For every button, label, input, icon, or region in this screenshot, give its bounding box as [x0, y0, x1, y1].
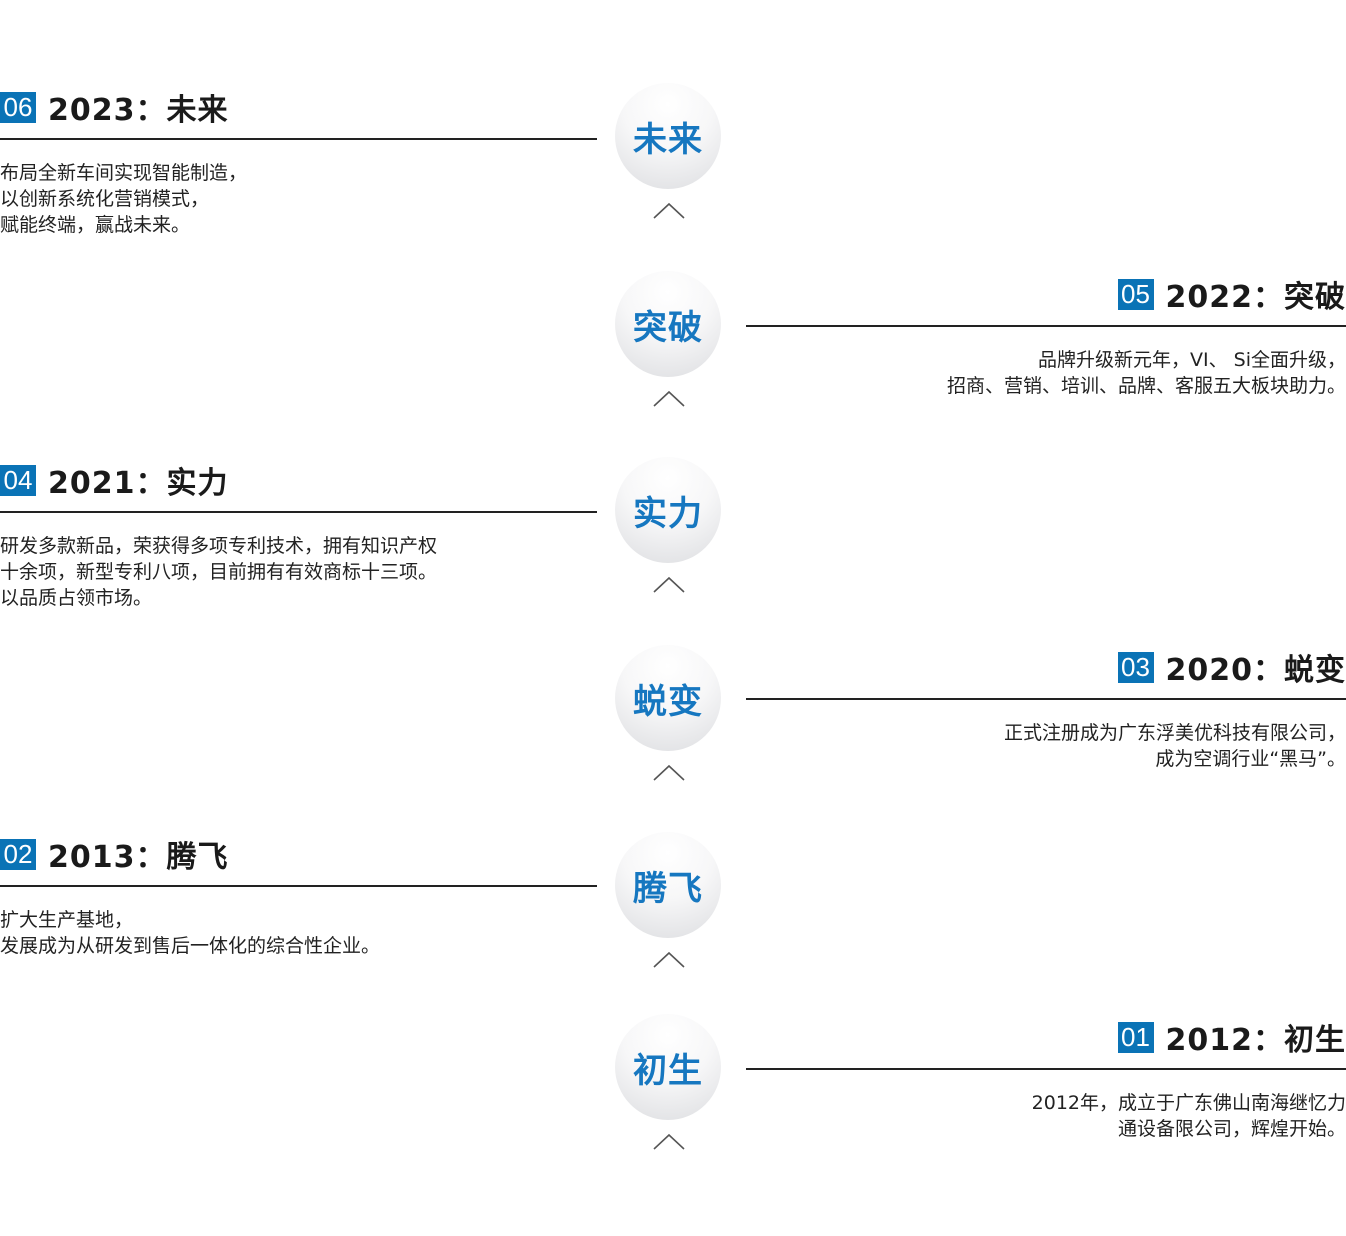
entry-title: 2022：突破	[1165, 280, 1346, 315]
node-circle: 实力	[615, 457, 721, 563]
timeline-entry-2013: 02 2013：腾飞 扩大生产基地， 发展成为从研发到售后一体化的综合性企业。	[0, 836, 600, 976]
timeline-node-2012: 初生	[615, 1014, 721, 1150]
node-circle: 突破	[615, 271, 721, 377]
entry-number-badge: 03	[1117, 651, 1154, 683]
entry-divider	[0, 885, 597, 887]
entry-description: 扩大生产基地， 发展成为从研发到售后一体化的综合性企业。	[0, 909, 381, 957]
chevron-up-icon	[653, 1133, 685, 1150]
node-label: 突破	[633, 307, 703, 348]
node-circle: 蜕变	[615, 645, 721, 751]
entry-heading: 05 2022：突破	[1117, 276, 1346, 315]
timeline-node-2021: 实力	[615, 457, 721, 593]
node-label: 蜕变	[633, 681, 703, 722]
node-circle: 初生	[615, 1014, 721, 1120]
entry-heading: 01 2012：初生	[1117, 1019, 1346, 1058]
entry-description: 2012年，成立于广东佛山南海继忆力 通设备限公司，辉煌开始。	[1031, 1092, 1346, 1140]
entry-number-badge: 06	[0, 91, 36, 123]
timeline-node-2013: 腾飞	[615, 832, 721, 968]
entry-heading: 04 2021：实力	[0, 462, 229, 501]
timeline-node-2020: 蜕变	[615, 645, 721, 781]
chevron-up-icon	[653, 764, 685, 781]
chevron-up-icon	[653, 951, 685, 968]
timeline-entry-2022: 05 2022：突破 品牌升级新元年，VI、 Si全面升级， 招商、营销、培训、…	[746, 276, 1346, 416]
entry-divider	[746, 698, 1346, 700]
entry-heading: 03 2020：蜕变	[1117, 649, 1346, 688]
entry-number-badge: 05	[1117, 278, 1154, 310]
entry-description: 研发多款新品，荣获得多项专利技术，拥有知识产权 十余项，新型专利八项，目前拥有有…	[0, 535, 438, 609]
entry-description: 正式注册成为广东浮美优科技有限公司， 成为空调行业“黑马”。	[1003, 722, 1346, 770]
entry-divider	[0, 138, 597, 140]
entry-title: 2012：初生	[1165, 1023, 1346, 1058]
chevron-up-icon	[653, 202, 685, 219]
entry-title: 2020：蜕变	[1165, 653, 1346, 688]
chevron-up-icon	[653, 390, 685, 407]
node-label: 未来	[633, 119, 703, 160]
timeline-node-2023: 未来	[615, 83, 721, 219]
timeline-entry-2012: 01 2012：初生 2012年，成立于广东佛山南海继忆力 通设备限公司，辉煌开…	[746, 1019, 1346, 1159]
entry-heading: 02 2013：腾飞	[0, 836, 229, 875]
entry-number-badge: 01	[1117, 1021, 1154, 1053]
entry-title: 2023：未来	[48, 93, 229, 128]
entry-description: 品牌升级新元年，VI、 Si全面升级， 招商、营销、培训、品牌、客服五大板块助力…	[946, 349, 1346, 397]
entry-divider	[0, 511, 597, 513]
entry-divider	[746, 1068, 1346, 1070]
node-label: 腾飞	[633, 868, 703, 909]
chevron-up-icon	[653, 576, 685, 593]
timeline-node-2022: 突破	[615, 271, 721, 407]
entry-title: 2021：实力	[48, 466, 229, 501]
entry-number-badge: 02	[0, 838, 36, 870]
node-label: 初生	[633, 1050, 703, 1091]
timeline-entry-2020: 03 2020：蜕变 正式注册成为广东浮美优科技有限公司， 成为空调行业“黑马”…	[746, 649, 1346, 789]
node-circle: 腾飞	[615, 832, 721, 938]
entry-title: 2013：腾飞	[48, 840, 229, 875]
entry-description: 布局全新车间实现智能制造， 以创新系统化营销模式， 赋能终端，赢战未来。	[0, 162, 248, 236]
entry-heading: 06 2023：未来	[0, 89, 229, 128]
entry-number-badge: 04	[0, 464, 36, 496]
timeline-entry-2023: 06 2023：未来 布局全新车间实现智能制造， 以创新系统化营销模式， 赋能终…	[0, 89, 600, 249]
timeline-entry-2021: 04 2021：实力 研发多款新品，荣获得多项专利技术，拥有知识产权 十余项，新…	[0, 462, 600, 622]
entry-divider	[746, 325, 1346, 327]
node-label: 实力	[633, 493, 703, 534]
node-circle: 未来	[615, 83, 721, 189]
